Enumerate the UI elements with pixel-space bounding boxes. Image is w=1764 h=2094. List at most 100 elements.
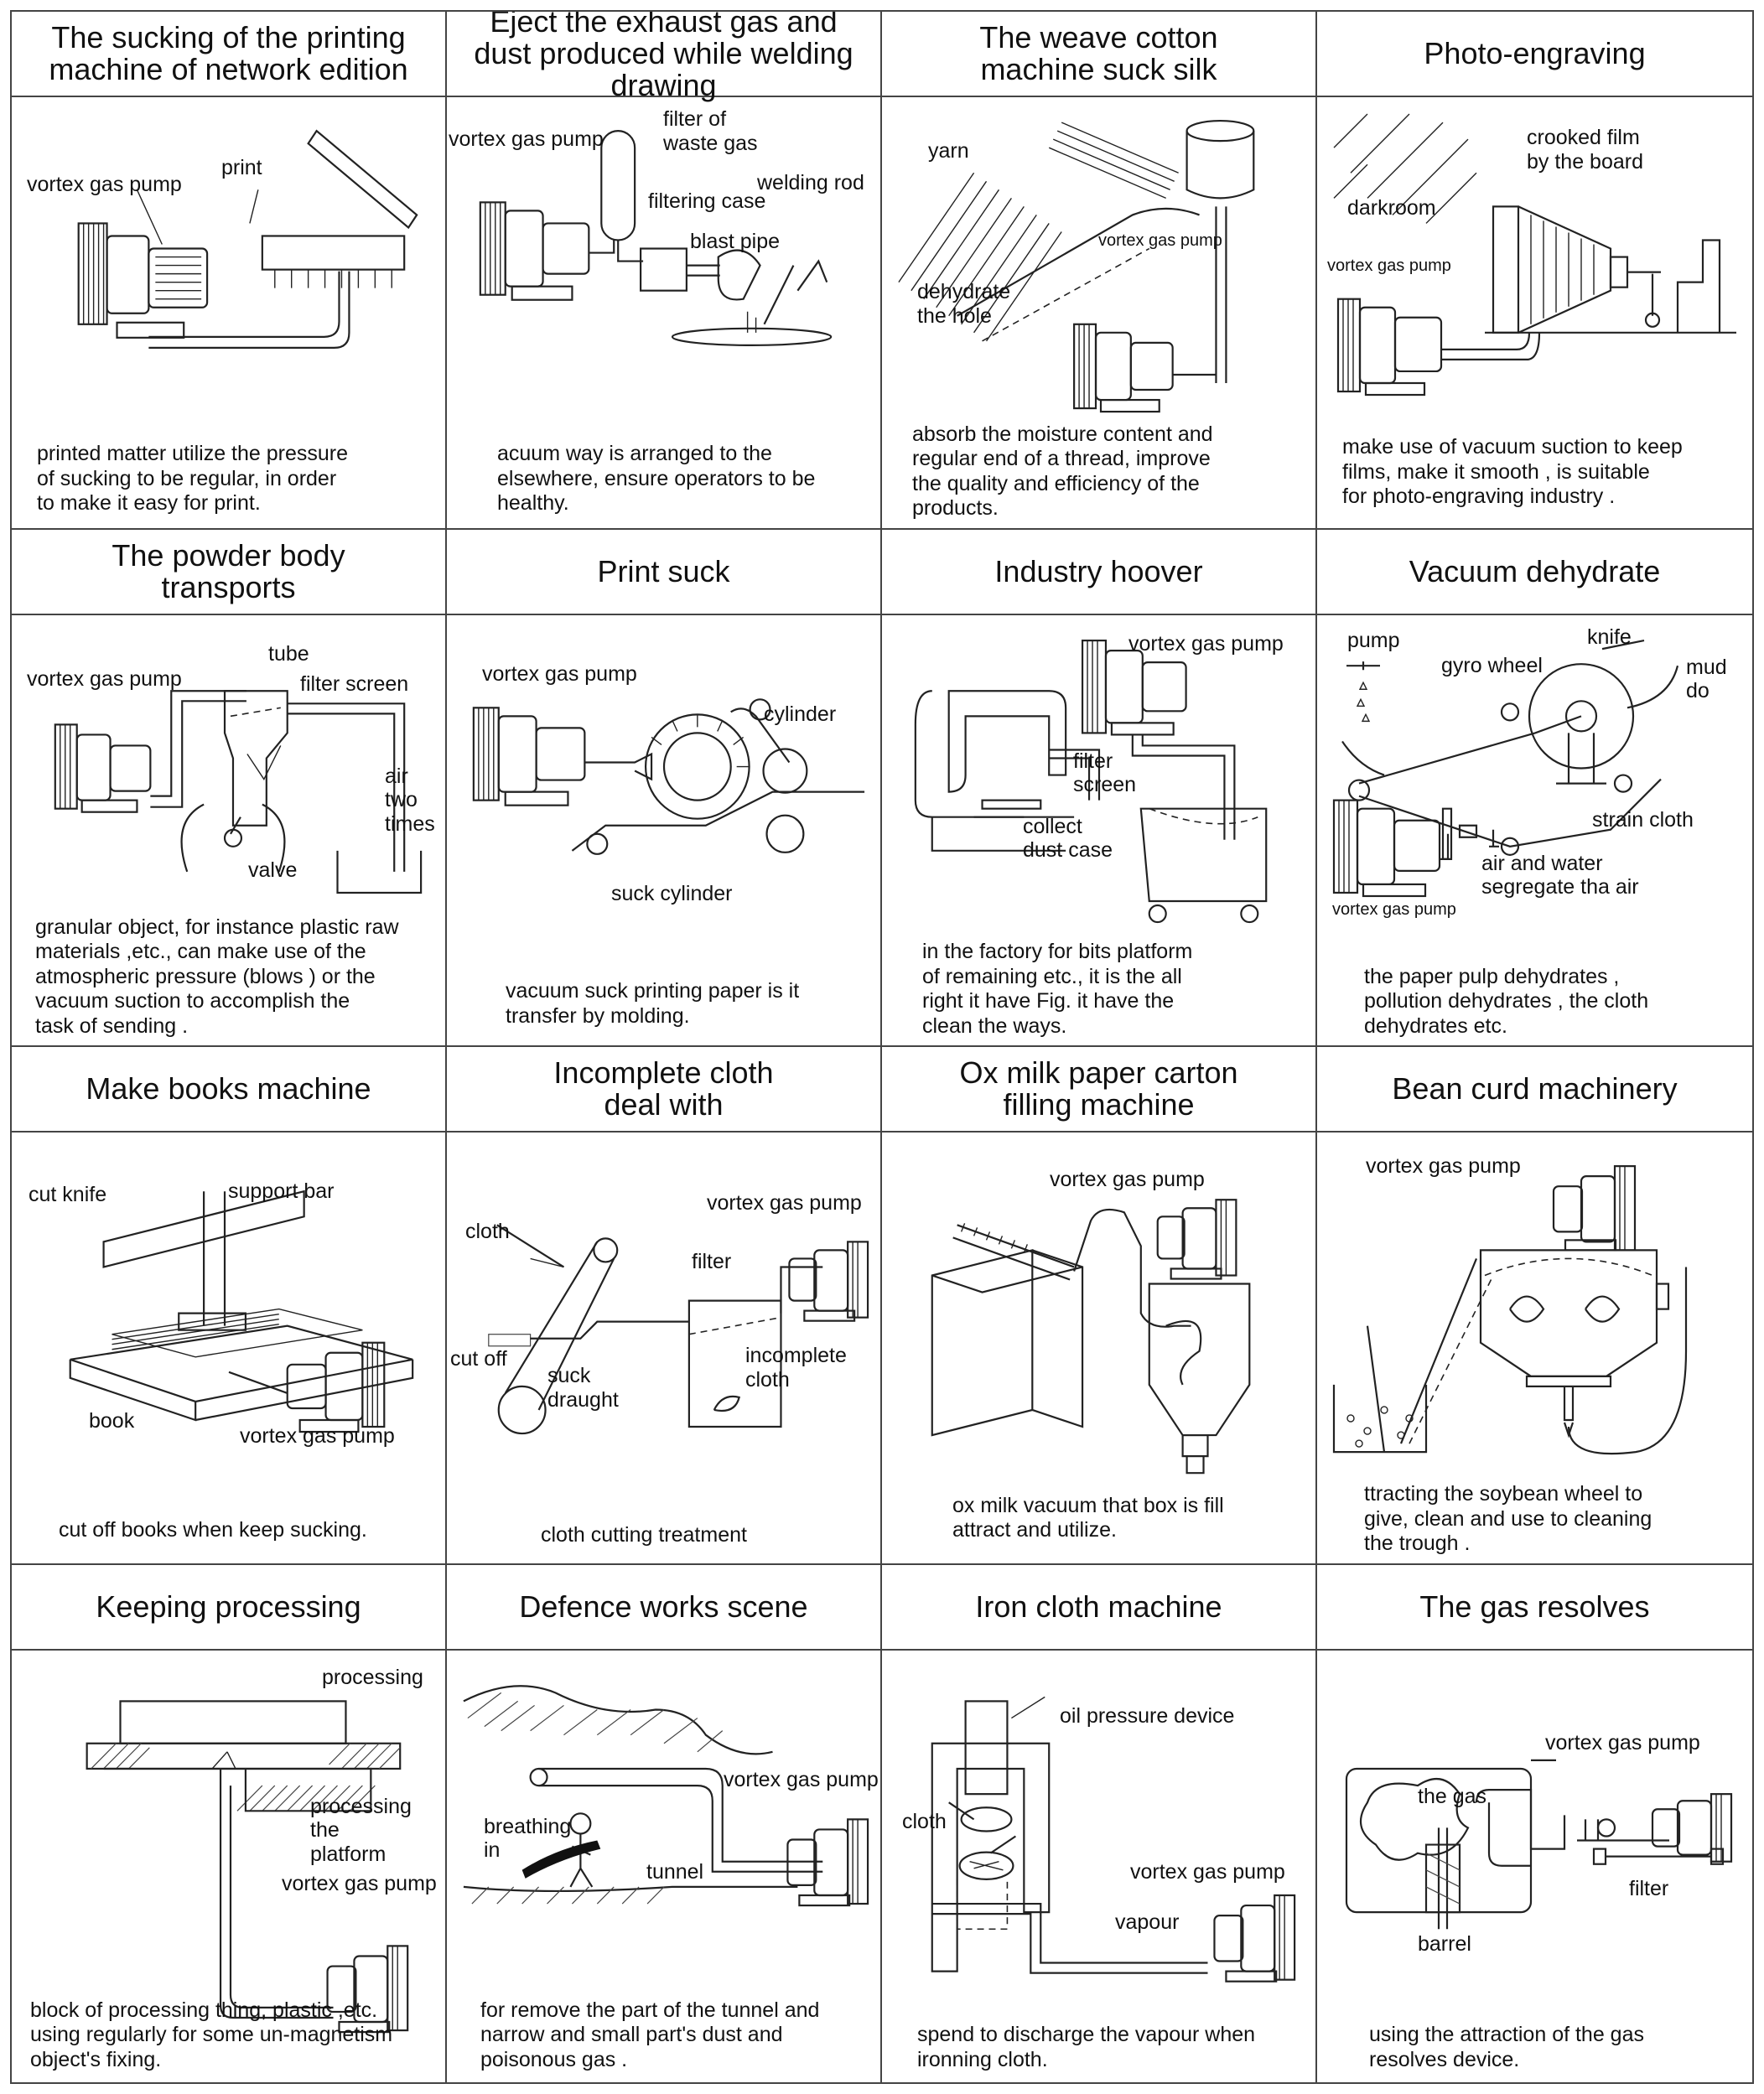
illustration-gas-resolves [1345,1759,1733,1929]
cell-welding-exhaust: Eject the exhaust gas and dust produced … [447,12,882,530]
illustration-incomplete-cloth [488,1224,869,1435]
label-processing: processing [322,1665,423,1689]
cell-title: Keeping processing [12,1565,445,1651]
cell-body: cut knife support bar book vortex gas pu… [12,1133,445,1563]
label-valve: valve [248,858,298,882]
vortex-pump-icon [1156,1199,1237,1280]
cell-title: The weave cotton machine suck silk [882,12,1315,97]
cell-photo-engraving: Photo-engraving [1317,12,1752,530]
cell-weave-cotton: The weave cotton machine suck silk [882,12,1317,530]
label-air-two-times: air two times [385,764,435,837]
label-filtering-case: filtering case [648,189,766,213]
cell-description: cut off books when keep sucking. [59,1518,367,1542]
cell-description: block of processing thing, plastic ,etc.… [30,1998,393,2071]
illustration-print-suck [472,697,865,855]
cell-description: granular object, for instance plastic ra… [35,915,399,1038]
label-vortex-gas-pump: vortex gas pump [1545,1730,1700,1755]
illustration-industry-hoover [914,639,1268,923]
label-strain-cloth: strain cloth [1592,807,1694,832]
cell-body: crooked film by the board darkroom vorte… [1317,97,1752,528]
label-barrel: barrel [1418,1931,1471,1956]
label-the-gas: the gas [1418,1784,1487,1808]
cell-vacuum-dehydrate: Vacuum dehydrate [1317,530,1752,1047]
cell-title: Vacuum dehydrate [1317,530,1752,615]
label-vortex-gas-pump: vortex gas pump [27,173,182,196]
cell-description: vacuum suck printing paper is it transfe… [506,979,800,1028]
vortex-pump-icon [286,1341,386,1433]
cell-keeping-processing: Keeping processing processing pro [12,1564,447,2082]
label-vortex-gas-pump: vortex gas pump [240,1424,395,1448]
label-vortex-gas-pump: vortex gas pump [724,1767,879,1791]
cell-body: vortex gas pump filter screen collect du… [882,615,1315,1046]
illustration-weave-cotton [898,119,1255,413]
label-vortex-gas-pump: vortex gas pump [1050,1168,1205,1191]
vortex-pump-icon [472,706,586,806]
cell-description: using the attraction of the gas resolves… [1369,2023,1644,2071]
cell-iron-cloth: Iron cloth machine oi [882,1564,1317,2083]
cell-description: spend to discharge the vapour when ironn… [917,2023,1256,2071]
cell-body: vortex gas pump print printed matter uti… [12,97,445,528]
label-cylinder: cylinder [764,702,837,726]
vortex-pump-icon [479,201,590,301]
cell-description: cloth cutting treatment [541,1523,747,1547]
label-cut-off: cut off [450,1347,507,1371]
cell-title: Photo-engraving [1317,12,1752,97]
label-filter-screen: filter screen [1073,749,1137,797]
cell-body: vortex gas pump ttracting the soybean wh… [1317,1133,1752,1563]
illustration-photo-engraving [1333,113,1736,397]
cell-title: Make books machine [12,1047,445,1133]
cell-bean-curd: Bean curd machinery [1317,1047,1752,1565]
cell-network-printing: The sucking of the printing machine of n… [12,12,447,530]
label-gyro-wheel: gyro wheel [1441,653,1543,677]
cell-body: vortex gas pump cloth filter cut off inc… [447,1133,880,1563]
label-suck-cylinder: suck cylinder [611,881,733,905]
cell-title: Incomplete cloth deal with [447,1047,880,1133]
cell-description: absorb the moisture content and regular … [912,422,1213,521]
label-crooked-film: crooked film by the board [1527,126,1643,174]
vortex-pump-icon [1552,1165,1637,1252]
label-pump: pump [1347,628,1400,652]
label-book: book [89,1409,135,1433]
cell-title: The gas resolves [1317,1565,1752,1651]
illustration-bean-curd [1332,1165,1688,1455]
label-mud-do: mud do [1686,655,1727,703]
label-suck-draught: suck draught [547,1364,619,1412]
cell-description: acuum way is arranged to the elsewhere, … [497,442,816,515]
cell-description: ox milk vacuum that box is fill attract … [952,1493,1224,1542]
label-vortex-gas-pump: vortex gas pump [27,666,182,691]
label-tube: tube [268,641,309,666]
vortex-pump-icon [1073,323,1174,413]
cell-body: oil pressure device cloth vortex gas pum… [882,1651,1315,2083]
vortex-pump-icon [1651,1792,1733,1863]
label-darkroom: darkroom [1347,196,1436,220]
cell-title: Iron cloth machine [882,1565,1315,1651]
cell-body: pump knife gyro wheel mud do strain clot… [1317,615,1752,1046]
label-vortex-gas-pump: vortex gas pump [1327,257,1451,275]
label-print: print [221,156,262,179]
label-vortex-gas-pump: vortex gas pump [707,1191,862,1215]
label-breathing-in: breathing in [484,1814,572,1863]
cell-industry-hoover: Industry hoover [882,529,1317,1047]
cell-body: yarn vortex gas pump dehydrate the hole … [882,97,1315,528]
vortex-pump-icon [1336,298,1443,397]
vortex-pump-icon [1213,1894,1296,1983]
label-blast-pipe: blast pipe [690,230,781,253]
cell-title: Industry hoover [882,530,1315,615]
label-dehydrate-the-hole: dehydrate the hole [917,280,1011,328]
label-tunnel: tunnel [646,1859,704,1884]
cell-body: vortex gas pump breathing in tunnel for … [447,1651,880,2083]
cell-body: vortex gas pump cylinder suck cylinder v… [447,615,880,1046]
cell-make-books: Make books machine cut knife [12,1047,447,1565]
label-welding-rod: welding rod [757,171,864,194]
label-vortex-gas-pump: vortex gas pump [482,661,637,686]
cell-milk-carton: Ox milk paper carton filling machine [882,1047,1317,1565]
vortex-pump-icon [788,1241,869,1322]
label-processing-platform: processing the platform [310,1794,412,1867]
cell-title: The sucking of the printing machine of n… [12,12,445,97]
label-vortex-gas-pump: vortex gas pump [1128,631,1284,656]
vortex-pump-icon [786,1817,869,1906]
cell-body: vortex gas pump ox milk vacuum that box … [882,1133,1315,1563]
label-filter: filter [1629,1876,1669,1900]
label-collect-dust-case: collect dust case [1023,814,1113,863]
cell-gas-resolves: The gas resolves [1317,1565,1752,2083]
